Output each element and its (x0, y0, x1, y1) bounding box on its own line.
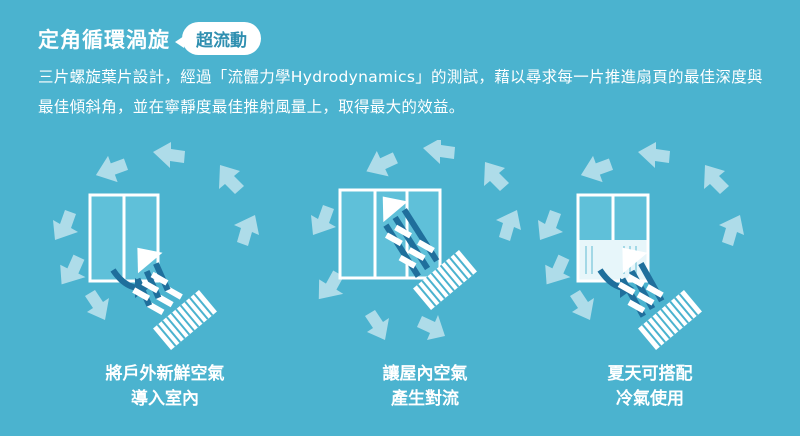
window-fan-circulation-icon (311, 140, 521, 340)
panel-circulation: 讓屋內空氣 產生對流 (295, 140, 555, 436)
caption-intake: 將戶外新鮮空氣 導入室內 (105, 364, 225, 409)
fan-unit (382, 196, 477, 311)
fan-unit (132, 247, 217, 351)
fan-unit (617, 247, 702, 351)
title-badge: 超流動 (175, 22, 261, 55)
header: 定角循環渦旋 超流動 (38, 22, 261, 55)
window-fan-intake-icon (53, 142, 259, 351)
caption-ac: 夏天可搭配 冷氣使用 (607, 364, 693, 409)
description: 三片螺旋葉片設計，經過「流體力學Hydrodynamics」的測試，藉以尋求每一… (38, 68, 763, 116)
page-title: 定角循環渦旋 (38, 27, 170, 52)
panel-ac: 夏天可搭配 冷氣使用 (520, 140, 780, 436)
circulation-arrows (538, 142, 744, 320)
circulation-arrows (311, 140, 521, 340)
window-ac-fan-icon (538, 142, 744, 351)
caption-circulation: 讓屋內空氣 產生對流 (382, 364, 468, 409)
circulation-arrows (53, 142, 259, 320)
panel-intake: 將戶外新鮮空氣 導入室內 (35, 140, 295, 436)
